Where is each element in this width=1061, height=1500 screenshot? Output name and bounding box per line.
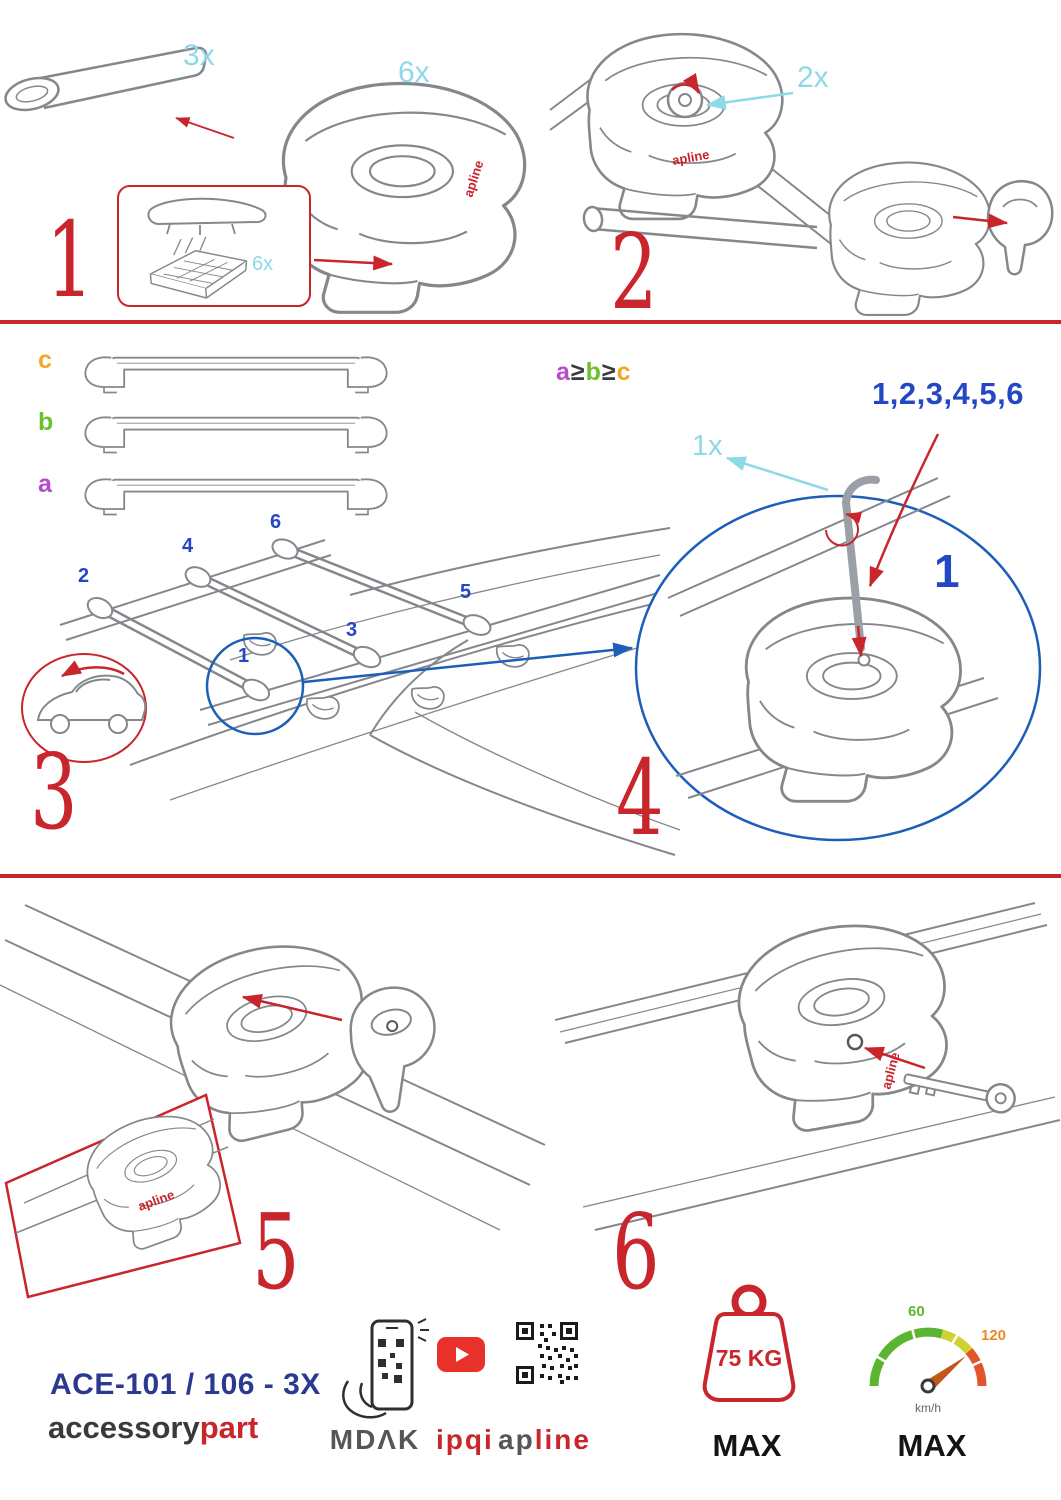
lock-cylinder [846,1033,864,1051]
tighten-down-arrow [851,625,867,658]
roof-rack-foot-drawing [827,161,992,317]
foot-quantity-label: 6x [398,56,430,89]
position-1-highlight-circle [205,636,305,736]
cross-bar-size-c [84,356,388,394]
knob-pointer-arrow [705,91,794,110]
step-3-number: 3 [30,731,78,853]
bar-into-foot-drawing [582,161,1054,317]
step-6-section: apline [555,902,1061,1231]
car-direction-inset [21,653,147,763]
max-load-label: MAX [712,1428,782,1463]
foot-closeup-inset: apline [4,1093,242,1299]
pad-to-foot-arrow [313,255,394,271]
gauge-ticks [875,1327,983,1368]
section-divider [0,320,1061,324]
roof-rack-foot-drawing [726,908,968,1141]
rotate-key-arrow [825,511,863,547]
model-number: ACE-101 / 106 - 3X [50,1368,321,1401]
order-c: c [616,358,632,386]
key-quantity-label: 1x [692,430,723,462]
roof-overview-drawing [21,527,680,856]
order-b: b [585,358,602,386]
position-number-6: 6 [270,511,282,533]
apline-mark-on-foot: apline [671,147,711,168]
foot-with-torque-knob-drawing [586,32,784,221]
attach-cover-arrow [241,993,343,1022]
key-quantity-arrow [725,456,829,492]
bar-quantity-label: 3x [183,39,215,72]
cover-piece-drawing [349,986,436,1113]
phone-qr-pixels [378,1339,404,1383]
size-order-rule: a≥b≥c [556,358,632,387]
cross-bar-size-b [84,416,388,454]
max-load-weight-icon: 75 KG [702,1284,796,1402]
position-number-1: 1 [238,645,250,667]
size-label-c: c [38,346,52,374]
lock-key-icon [903,1073,1016,1114]
sequence-callout-arrow [868,433,940,588]
gauge-needle [924,1356,966,1391]
apline-black: ap [498,1424,535,1455]
slide-in-arrow [952,213,1009,229]
zoom-callout-arrow [303,642,634,684]
step-2-section: apline 2x [549,32,1054,317]
apline-logo: apline [498,1424,591,1456]
direction-arrow [60,660,125,678]
order-gte: ≥ [570,358,586,386]
step-1-number: 1 [46,199,94,321]
first-position-label: 1 [934,545,960,597]
max-speed-label: MAX [897,1428,967,1463]
roof-rack-foot-drawing [281,81,527,314]
step-4-number: 4 [616,737,664,859]
speed-high-label: 120 [981,1327,1006,1344]
max-speed-gauge-icon: 60 120 km/h [869,1303,1006,1415]
position-number-4: 4 [182,535,194,557]
order-a: a [556,358,571,386]
youtube-play-icon [437,1337,485,1372]
mounted-cross-bars [86,538,492,702]
company-logo: accessorypart [48,1410,258,1446]
apline-red: line [534,1424,591,1455]
torque-knob-icon [666,73,704,119]
speed-low-label: 60 [908,1303,925,1320]
allen-key-icon [842,475,880,667]
step-4-section [634,433,1042,842]
rubber-pad-inset: 6x [117,185,311,307]
step-6-number: 6 [612,1191,660,1313]
step-5-section: apline [0,904,546,1299]
end-cap-drawing [986,180,1054,276]
tightening-sequence-label: 1,2,3,4,5,6 [872,376,1025,411]
insert-key-arrow [863,1046,926,1070]
size-label-a: a [38,470,52,498]
spare-clamp-drawing [410,686,445,710]
phone-qr-scan-icon [342,1318,429,1419]
max-load-value: 75 KG [716,1345,782,1371]
step-5-number: 5 [252,1191,300,1313]
cross-bar-drawing [4,46,235,139]
knob-quantity-label: 2x [797,61,829,94]
spare-clamp-drawing [305,696,340,720]
position-number-2: 2 [78,565,90,587]
company-name-red: part [199,1410,259,1445]
section-divider [0,874,1061,878]
step-1-section: 3x apline 6x 6x [4,39,527,314]
hand-outline [342,1380,387,1419]
company-name-black: accessory [48,1410,200,1445]
mdak-logo: MDΛK [329,1424,421,1455]
step-2-number: 2 [610,211,658,333]
bar-pointer-arrow [175,117,235,139]
order-gte: ≥ [601,358,617,386]
roof-panel-lines [59,527,680,856]
pad-quantity-label: 6x [252,253,273,275]
spare-clamp-drawing [495,644,530,668]
ipqi-logo: ipqi [436,1424,494,1455]
speed-unit-label: km/h [915,1401,941,1415]
position-number-5: 5 [460,581,472,603]
qr-code-icon [516,1322,578,1384]
position-number-3: 3 [346,619,358,641]
car-silhouette [36,674,147,734]
size-label-b: b [38,408,54,436]
